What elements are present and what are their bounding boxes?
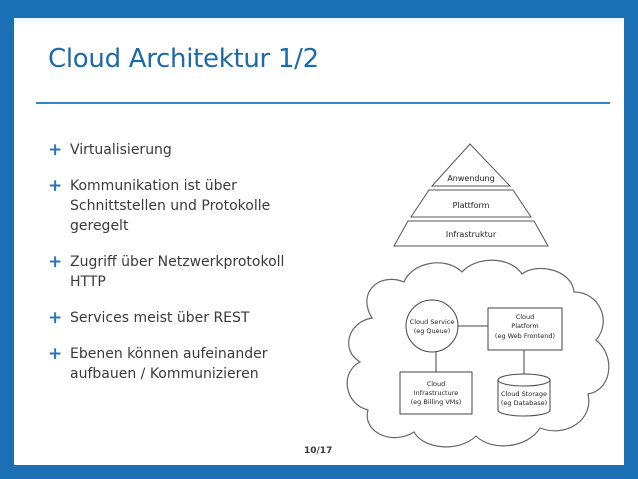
cloud-platform-box <box>487 307 563 351</box>
cloud-infrastructure-label-1: Cloud <box>427 380 446 388</box>
bullet-item: + Virtualisierung <box>48 140 348 160</box>
page-number: 10/17 <box>304 446 333 456</box>
bullet-text: Kommunikation ist über Schnittstellen un… <box>70 178 271 234</box>
cloud-storage-node: Cloud Storage (eg Database) <box>497 373 551 417</box>
diagram-connectors <box>435 325 525 374</box>
frame-right <box>624 0 638 479</box>
cloud-service-circle <box>405 299 459 353</box>
frame-bottom <box>0 465 638 479</box>
cloud-storage-sub: (eg Database) <box>501 399 547 407</box>
cloud-platform-node: Cloud Platform (eg Web Frontend) <box>487 307 563 351</box>
plus-icon: + <box>48 308 63 328</box>
cloud-infrastructure-label-3: (eg Billing VMs) <box>411 398 462 406</box>
cloud-service-node: Cloud Service (eg Queue) <box>405 299 459 353</box>
cloud-service-label: Cloud Service <box>410 318 455 326</box>
bullet-list: + Virtualisierung + Kommunikation ist üb… <box>48 140 348 400</box>
pyramid-level-anwendung: Anwendung <box>447 174 494 183</box>
plus-icon: + <box>48 344 63 364</box>
cloud-infrastructure-label-2: Infrastructure <box>414 389 458 397</box>
pyramid-top-shape <box>430 143 512 187</box>
bullet-item: + Ebenen können aufeinander aufbauen / K… <box>48 344 348 384</box>
bullet-item: + Zugriff über Netzwerkprotokoll HTTP <box>48 252 348 292</box>
cloud-infrastructure-box <box>399 371 473 415</box>
cloud-storage-body <box>497 380 551 417</box>
layer-pyramid: Anwendung Plattform Infrastruktur <box>393 143 549 247</box>
pyramid-level-infrastruktur: Infrastruktur <box>446 230 497 239</box>
cloud-storage-top <box>497 373 551 387</box>
plus-icon: + <box>48 252 63 272</box>
bullet-text: Virtualisierung <box>70 142 172 158</box>
cloud-infrastructure-node: Cloud Infrastructure (eg Billing VMs) <box>399 371 473 415</box>
bullet-item: + Kommunikation ist über Schnittstellen … <box>48 176 348 236</box>
plus-icon: + <box>48 140 63 160</box>
pyramid-bottom-shape <box>393 220 549 247</box>
cloud-platform-label-1: Cloud <box>516 313 535 321</box>
slide-title: Cloud Architektur 1/2 <box>48 44 319 74</box>
cloud-outline <box>346 259 610 448</box>
bullet-text: Zugriff über Netzwerkprotokoll HTTP <box>70 254 285 290</box>
frame-top <box>0 0 638 18</box>
frame-left <box>0 0 14 479</box>
cloud-platform-label-3: (eg Web Frontend) <box>495 332 555 340</box>
cloud-shape <box>346 259 610 448</box>
bullet-item: + Services meist über REST <box>48 308 348 328</box>
bullet-text: Services meist über REST <box>70 310 250 326</box>
plus-icon: + <box>48 176 63 196</box>
title-divider <box>36 102 610 104</box>
bullet-text: Ebenen können aufeinander aufbauen / Kom… <box>70 346 268 382</box>
cloud-platform-label-2: Platform <box>511 322 538 330</box>
pyramid-level-plattform: Plattform <box>453 201 490 210</box>
cloud-service-sub: (eg Queue) <box>414 327 451 335</box>
pyramid-middle-shape <box>410 189 532 218</box>
cloud-storage-label: Cloud Storage <box>501 390 547 398</box>
